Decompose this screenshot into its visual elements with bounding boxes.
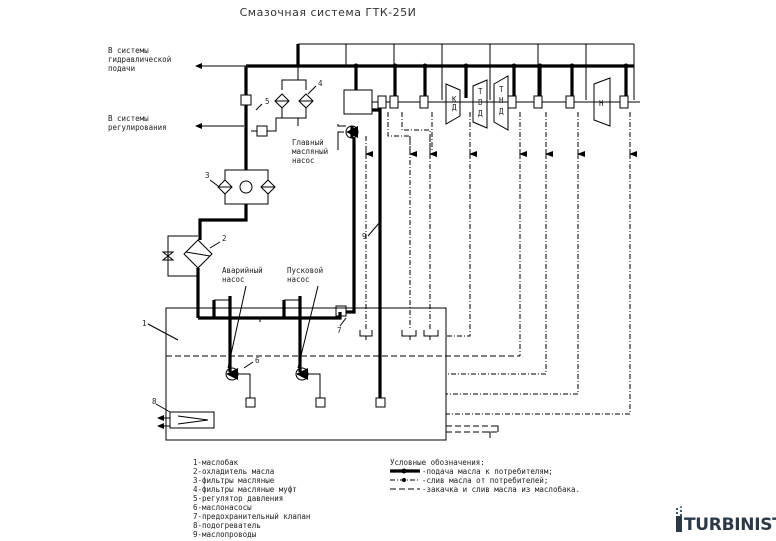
main-pump-suction — [375, 397, 386, 408]
svg-text:Главный: Главный — [292, 138, 324, 147]
svg-text:масляный: масляный — [292, 147, 328, 156]
svg-text:3-фильтры масляные: 3-фильтры масляные — [193, 476, 275, 485]
svg-text:подачи: подачи — [108, 64, 135, 73]
pump-discharge-header — [198, 312, 342, 320]
bypass-valve — [161, 251, 175, 261]
label-hydraulic-feed: В системы гидравлической подачи — [108, 46, 171, 73]
svg-text:насос: насос — [292, 156, 315, 165]
svg-text:8: 8 — [152, 397, 157, 406]
svg-text:2: 2 — [222, 234, 227, 243]
suction-lines — [446, 425, 500, 433]
heater-8: 8 — [152, 397, 215, 429]
svg-text:-закачка и слив масла из масло: -закачка и слив масла из маслобака. — [422, 485, 580, 494]
starting-pump — [295, 367, 326, 408]
svg-text:Т: Т — [499, 85, 504, 94]
svg-text:Т: Т — [478, 87, 483, 96]
svg-text:9: 9 — [362, 232, 367, 241]
svg-text:1: 1 — [142, 319, 147, 328]
svg-text:TURBINIST: TURBINIST — [684, 515, 776, 535]
bearings — [377, 95, 629, 109]
coupling-filters-4: 4 — [274, 66, 323, 126]
svg-text:Д: Д — [452, 103, 457, 112]
svg-text:9-маслопроводы: 9-маслопроводы — [193, 530, 257, 539]
svg-text:4-фильтры масляные муфт: 4-фильтры масляные муфт — [193, 485, 297, 494]
svg-text:Пусковой: Пусковой — [287, 266, 323, 275]
svg-text:Аварийный: Аварийный — [222, 266, 263, 275]
pressure-regulator-upper — [240, 94, 252, 106]
svg-text:насос: насос — [287, 275, 310, 284]
label-regulation-feed: В системы регулирования — [108, 114, 167, 132]
svg-text:6-маслонасосы: 6-маслонасосы — [193, 503, 252, 512]
svg-text:В: В — [478, 98, 483, 107]
svg-text:Н: Н — [499, 96, 504, 105]
svg-text:4: 4 — [318, 79, 323, 88]
label-starting-pump: Пусковой насос — [287, 266, 323, 369]
diagram-title: Смазочная система ГТК-25И — [240, 6, 417, 19]
compressor-k: К Д — [445, 83, 461, 125]
consumer-supply-drops — [353, 63, 629, 98]
svg-text:насос: насос — [222, 275, 245, 284]
svg-text:-слив масла от потребителей;: -слив масла от потребителей; — [422, 476, 548, 485]
turbine-tvd: Т В Д — [472, 79, 488, 129]
svg-text:К: К — [452, 95, 457, 104]
turbine-tnd: Т Н Д — [493, 75, 509, 131]
pressure-regulator-5 — [256, 125, 268, 137]
svg-text:2-охладитель масла: 2-охладитель масла — [193, 467, 274, 476]
svg-text:В системы: В системы — [108, 114, 149, 123]
svg-text:-подача масла к потребителям;: -подача масла к потребителям; — [422, 467, 553, 476]
oil-tank-1 — [165, 307, 447, 441]
oil-filters-3: 3 — [205, 169, 276, 205]
svg-text:5-регулятор давления: 5-регулятор давления — [193, 494, 283, 503]
legend-symbols: Условные обозначения: -подача масла к по… — [390, 458, 580, 494]
label-emergency-pump: Аварийный насос — [222, 266, 263, 369]
turbinist-logo: TURBINIST — [676, 506, 776, 535]
svg-text:3: 3 — [205, 171, 210, 180]
svg-text:регулирования: регулирования — [108, 123, 167, 132]
svg-text:7-предохранительный клапан: 7-предохранительный клапан — [193, 512, 310, 521]
emergency-pump — [225, 367, 256, 408]
svg-text:Н: Н — [599, 99, 604, 108]
svg-text:5: 5 — [265, 97, 270, 106]
main-pump-gearbox — [343, 89, 373, 115]
oil-cooler-2: 2 — [183, 234, 227, 269]
supercharger-n: Н — [593, 77, 611, 127]
legend-list: 1-маслобак 2-охладитель масла 3-фильтры … — [193, 458, 310, 539]
svg-text:6: 6 — [255, 356, 260, 365]
svg-text:Условные обозначения:: Условные обозначения: — [390, 458, 485, 467]
drain-returns — [365, 112, 637, 415]
return-funnels — [359, 330, 439, 340]
label-main-pump: Главный масляный насос — [292, 138, 328, 165]
svg-text:В системы: В системы — [108, 46, 149, 55]
svg-text:8-подогреватель: 8-подогреватель — [193, 521, 261, 530]
svg-text:1-маслобак: 1-маслобак — [193, 458, 239, 467]
svg-text:Д: Д — [478, 109, 483, 118]
svg-text:Д: Д — [499, 107, 504, 116]
svg-text:7: 7 — [337, 326, 342, 335]
svg-text:гидравлической: гидравлической — [108, 55, 171, 64]
